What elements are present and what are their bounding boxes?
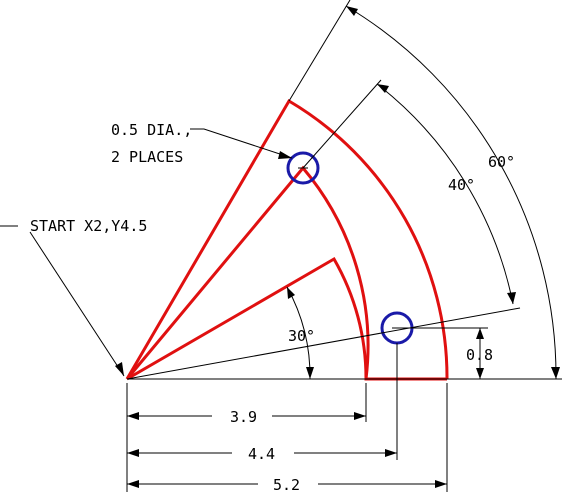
middle-arc-outline [125, 165, 370, 380]
arrow-30-top [287, 287, 295, 299]
ref-line-10deg [126, 307, 521, 380]
arc-dim-60 [345, 5, 557, 380]
arrow-4.4-left [127, 449, 139, 457]
angle-label-60: 60° [488, 153, 515, 171]
ext-line-60deg [288, 0, 351, 102]
arrow-4.4-right [385, 449, 397, 457]
upper-hole [286, 151, 320, 185]
angle-label-40: 40° [448, 176, 475, 194]
arrow-60-top [346, 6, 358, 16]
hole-note-line2: 2 PLACES [111, 148, 183, 166]
hole-note-leader [190, 128, 293, 159]
dim-label-5.2: 5.2 [273, 476, 300, 492]
inner-wedge-outline [126, 256, 447, 381]
dim-label-0.8: 0.8 [466, 346, 493, 364]
dim-label-3.9: 3.9 [230, 408, 257, 426]
outer-wedge-outline [125, 98, 449, 380]
arrow-3.9-right [354, 412, 366, 420]
start-note: START X2,Y4.5 [30, 217, 147, 235]
arrow-30-bottom [306, 367, 314, 379]
arc-dim-40 [376, 83, 514, 305]
angle-label-30: 30° [288, 327, 315, 345]
arrow-hole-leader [278, 151, 292, 159]
arrow-5.2-right [435, 480, 447, 488]
part-outline [125, 98, 449, 381]
arrow-40-bottom [507, 292, 516, 304]
ext-line-40deg [302, 79, 382, 169]
arrow-start-leader [115, 362, 124, 376]
arrow-3.9-left [127, 412, 139, 420]
arrow-40-top [377, 84, 389, 93]
dim-label-4.4: 4.4 [248, 445, 275, 463]
arrow-60-bottom [551, 367, 560, 379]
arrow-0.8-top [476, 328, 484, 339]
arrow-5.2-left [127, 480, 139, 488]
arrow-0.8-bottom [476, 368, 484, 379]
text-labels: 0.5 DIA., 2 PLACES START X2,Y4.5 30° 40°… [30, 121, 515, 492]
start-note-leader-diag [29, 231, 125, 377]
hole-note-line1: 0.5 DIA., [111, 121, 192, 139]
